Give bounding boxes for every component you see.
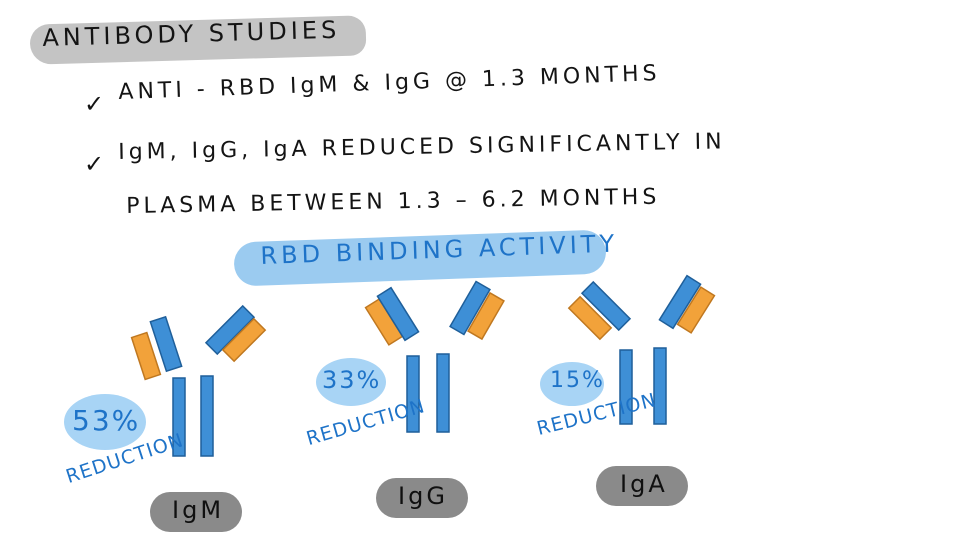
iga-reduction-percent: 15% bbox=[550, 368, 605, 393]
iga-label: IgA bbox=[620, 470, 668, 498]
igg-label: IgG bbox=[398, 482, 448, 510]
igg-reduction-percent: 33% bbox=[322, 366, 381, 394]
igm-reduction-percent: 53% bbox=[72, 404, 140, 437]
antibody-igm-icon bbox=[132, 306, 266, 456]
igm-label: IgM bbox=[172, 496, 224, 524]
